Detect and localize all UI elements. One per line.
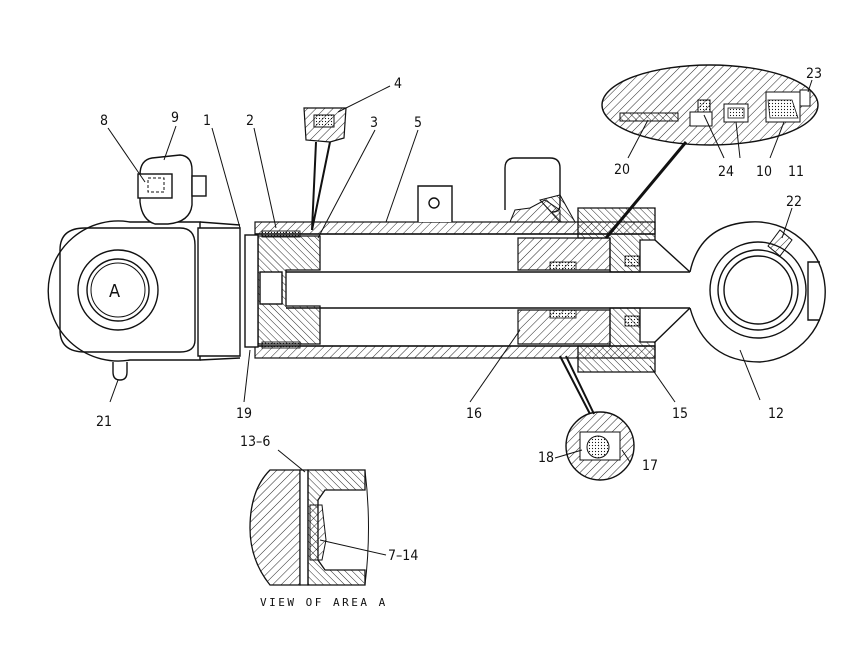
callout-23: 23 xyxy=(806,66,822,82)
callout-17: 17 xyxy=(642,458,658,474)
detail-view-area-a xyxy=(249,469,369,586)
callout-20: 20 xyxy=(614,162,630,178)
detail-caption: VIEW OF AREA A xyxy=(260,596,388,609)
callout-16: 16 xyxy=(466,406,482,422)
callout-19: 19 xyxy=(236,406,252,422)
callout-1: 1 xyxy=(203,113,211,129)
callout-8: 8 xyxy=(100,113,108,129)
detail-4 xyxy=(303,107,347,231)
rod-and-gland xyxy=(286,207,691,373)
callout-11: 11 xyxy=(788,164,804,180)
cylinder-tube xyxy=(244,157,656,359)
callout-22: 22 xyxy=(786,194,802,210)
callout-7-14: 7–14 xyxy=(388,548,418,564)
callout-10: 10 xyxy=(756,164,772,180)
detail-seal-upper xyxy=(601,64,819,239)
callout-21: 21 xyxy=(96,414,112,430)
callout-5: 5 xyxy=(414,115,422,131)
rod-eye xyxy=(689,221,826,363)
callout-9: 9 xyxy=(171,110,179,126)
callout-13-6: 13–6 xyxy=(240,434,270,450)
callout-15: 15 xyxy=(672,406,688,422)
callout-24: 24 xyxy=(718,164,734,180)
grease-fitting-21 xyxy=(112,362,128,381)
callout-3: 3 xyxy=(370,115,378,131)
callout-labels: 1 2 3 4 5 8 9 10 11 12 13–6 15 16 17 18 … xyxy=(96,66,822,609)
callout-4: 4 xyxy=(394,76,402,92)
leader-lines xyxy=(107,79,813,556)
detail-seal-lower xyxy=(559,355,635,481)
callout-18: 18 xyxy=(538,450,554,466)
area-marker-a: A xyxy=(109,281,120,302)
fitting-8-9 xyxy=(137,154,207,225)
head-eye xyxy=(47,220,241,381)
callout-2: 2 xyxy=(246,113,254,129)
callout-12: 12 xyxy=(768,406,784,422)
